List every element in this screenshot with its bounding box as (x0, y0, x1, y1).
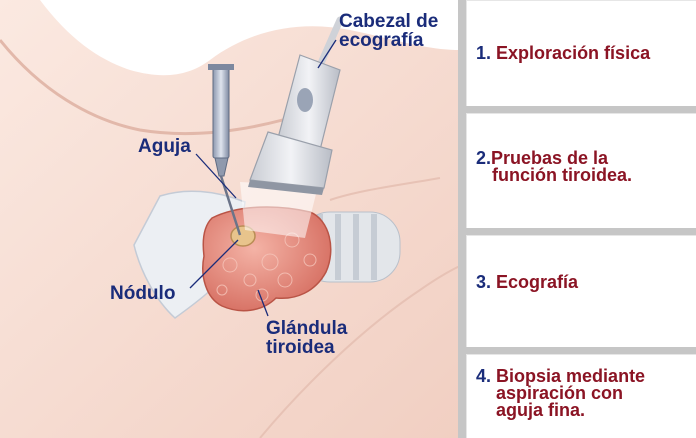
label-gland: Glándula tiroidea (266, 319, 347, 357)
step-2: 2.Pruebas de la función tiroidea. (466, 113, 696, 228)
step-3-line1: Ecografía (496, 272, 579, 292)
ultrasound-beam (240, 182, 318, 238)
step-1-text: 1. Exploración física (476, 43, 692, 63)
step-2-text: 2.Pruebas de la función tiroidea. (476, 148, 692, 185)
step-3-text: 3. Ecografía (476, 272, 692, 292)
step-2-number: 2. (476, 148, 492, 168)
label-probe: Cabezal de ecografía (339, 12, 438, 50)
label-needle: Aguja (138, 136, 191, 157)
leader-lines (189, 39, 337, 317)
step-1: 1. Exploración física (466, 0, 696, 106)
biopsy-needle (208, 64, 242, 236)
step-3: 3. Ecografía (466, 235, 696, 347)
jaw-shadow (0, 39, 311, 136)
step-4-line2: aspiración con (496, 383, 624, 403)
step-4-line1: Biopsia mediante (496, 366, 646, 386)
step-3-number: 3. (476, 272, 492, 292)
step-1-line1: Exploración física (496, 43, 651, 63)
label-gland-line1: Glándula (266, 318, 348, 339)
label-nodule: Nódulo (110, 283, 176, 304)
step-4: 4. Biopsia mediante aspiración con aguja… (466, 354, 696, 438)
neck-illustration (0, 0, 460, 438)
label-probe-line2: ecografía (339, 30, 424, 51)
step-4-line3: aguja fina. (496, 400, 586, 420)
step-2-line1: Pruebas de la (491, 148, 609, 168)
step-1-number: 1. (476, 43, 492, 63)
shoulder-contour (259, 265, 460, 438)
step-2-line2: función tiroidea. (492, 165, 633, 185)
step-4-number: 4. (476, 366, 492, 386)
step-4-text: 4. Biopsia mediante aspiración con aguja… (476, 366, 692, 420)
neck-contour (329, 177, 441, 201)
label-gland-line2: tiroidea (266, 337, 335, 358)
label-probe-line1: Cabezal de (339, 11, 439, 32)
